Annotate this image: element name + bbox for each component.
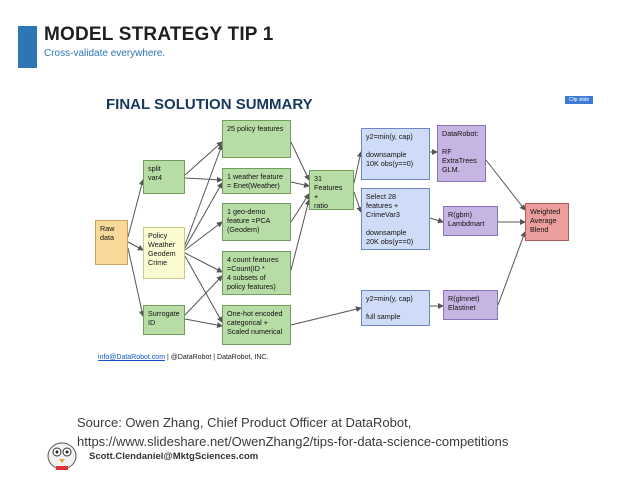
edge xyxy=(485,159,526,211)
node-y2-downsample-10k: y2=min(y, cap) downsample 10K obs(y==0) xyxy=(361,128,430,180)
clip-slide-badge[interactable]: Clip slide xyxy=(565,96,593,104)
edge xyxy=(184,255,223,323)
edge xyxy=(290,199,311,271)
edge xyxy=(184,275,223,316)
node-select-28-features: Select 28 features + CrimeVar3 downsampl… xyxy=(361,188,430,250)
node-surrogate-id: Surrogate ID xyxy=(143,305,185,335)
edge xyxy=(497,231,527,306)
node-weather-feature: 1 weather feature = Enet(Weather) xyxy=(222,168,291,194)
edge xyxy=(127,179,145,238)
node-weighted-average-blend: Weighted Average Blend xyxy=(525,203,569,241)
edge xyxy=(127,241,144,251)
edge xyxy=(290,141,310,181)
node-policy-features: 25 policy features xyxy=(222,120,291,158)
node-31-features: 31 Features + ratio xyxy=(309,170,354,210)
node-rglmnet-elastinet: R(glmnet) Elastinet xyxy=(443,290,498,320)
node-rgbm-lambdmart: R(gbm) Lambdmart xyxy=(443,206,498,236)
node-y2-full-sample: y2=min(y, cap) full sample xyxy=(361,290,430,326)
slide-subtitle: Cross-validate everywhere. xyxy=(44,48,166,59)
node-datarobot-models: DataRobot: RF ExtraTrees GLM. xyxy=(437,125,486,182)
diagram-title: FINAL SOLUTION SUMMARY xyxy=(106,96,313,113)
datarobot-email-link[interactable]: info@DataRobot.com xyxy=(98,354,166,361)
author-email: Scott.Clendaniel@MktgSciences.com xyxy=(89,451,259,462)
edge xyxy=(184,141,223,176)
edge xyxy=(290,193,310,223)
edge xyxy=(353,191,363,213)
node-geo-demo-feature: 1 geo-demo feature =PCA (Geodem) xyxy=(222,203,291,241)
node-onehot-encoded: One-hot encoded categorical + Scaled num… xyxy=(222,305,291,345)
edge xyxy=(184,182,223,249)
edge xyxy=(184,221,223,251)
edge xyxy=(184,252,223,273)
node-raw-data: Raw data xyxy=(95,220,128,265)
accent-bar xyxy=(18,26,37,68)
edge xyxy=(290,306,362,326)
node-split-var4: split var4 xyxy=(143,160,185,194)
diagram-footer-text: | @DataRobot | DataRobot, INC. xyxy=(165,354,269,361)
source-citation: Source: Owen Zhang, Chief Product Office… xyxy=(77,413,597,451)
source-line-2[interactable]: https://www.slideshare.net/OwenZhang2/ti… xyxy=(77,434,509,449)
edge xyxy=(184,144,224,246)
diagram-footer: info@DataRobot.com | @DataRobot | DataRo… xyxy=(98,354,268,361)
edge xyxy=(184,176,223,183)
slide-title: MODEL STRATEGY TIP 1 xyxy=(44,24,274,45)
source-line-1: Source: Owen Zhang, Chief Product Office… xyxy=(77,415,412,430)
edge xyxy=(429,217,444,224)
node-count-features: 4 count features =Count(ID * 4 subsets o… xyxy=(222,251,291,295)
edge xyxy=(353,151,363,184)
node-policy-weather-geodem-crime: Policy Weather Geodem Crime xyxy=(143,227,185,279)
edge xyxy=(290,181,310,188)
edge xyxy=(184,318,223,329)
mascot-icon xyxy=(47,442,77,470)
edge xyxy=(127,247,145,317)
